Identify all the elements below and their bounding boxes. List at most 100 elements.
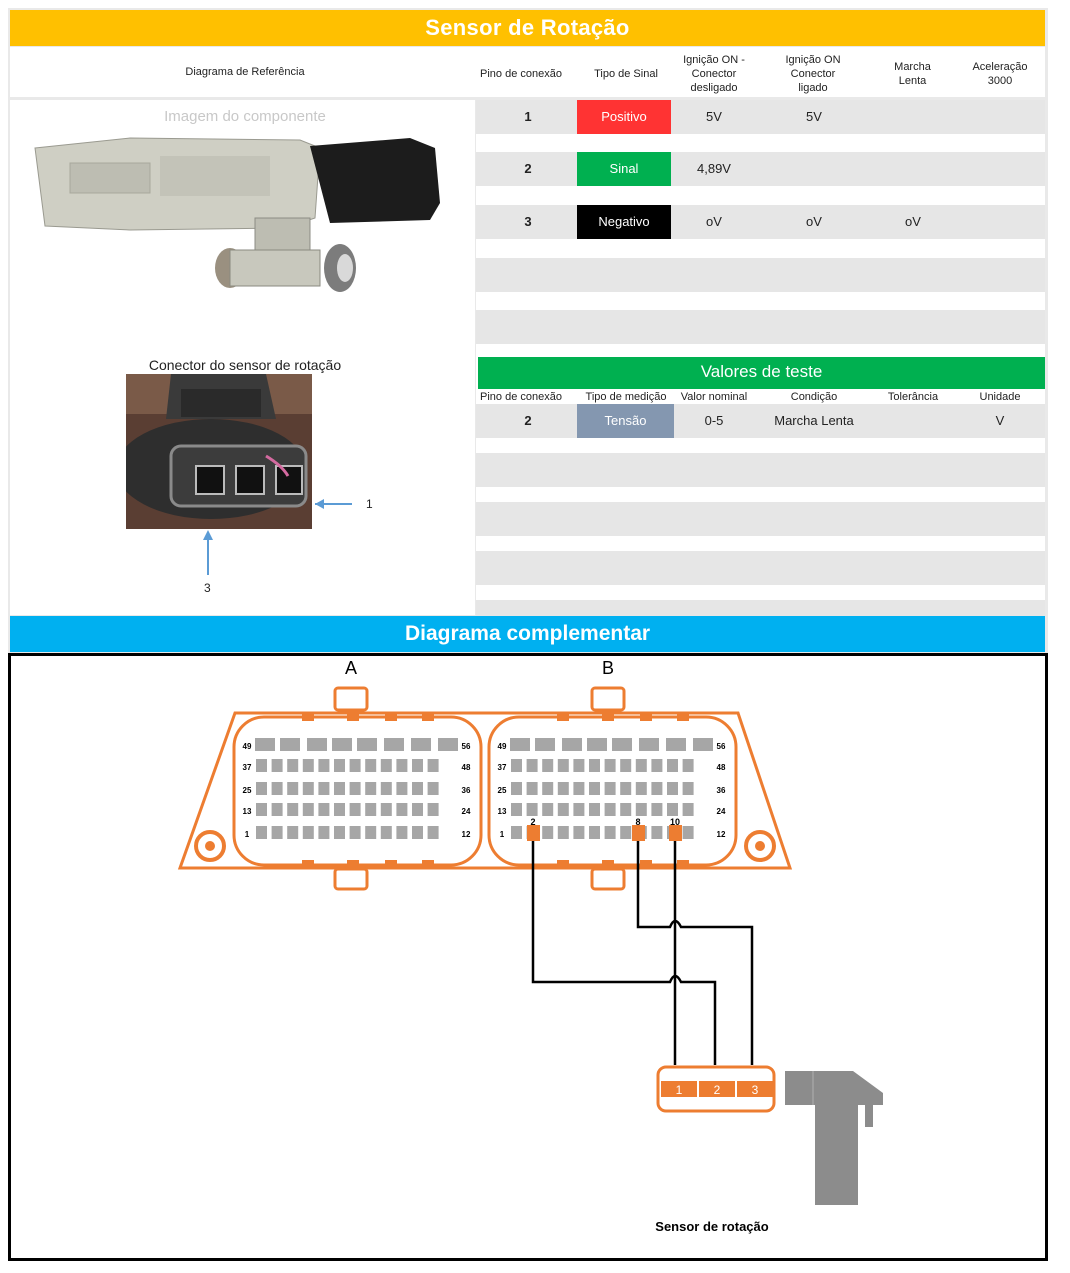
ecu-housing xyxy=(177,711,793,870)
row-label: 25 xyxy=(243,786,252,795)
connector-caption: Conector do sensor de rotação xyxy=(148,357,342,373)
tv-header-tolerance: Tolerância xyxy=(887,391,939,403)
row-label: 24 xyxy=(462,807,471,816)
connector-label: A xyxy=(345,658,357,678)
connector-pointers xyxy=(203,499,352,575)
connector-tab xyxy=(590,686,626,712)
pin-slot xyxy=(510,738,530,751)
pin-slot xyxy=(256,759,267,772)
row-label: 1 xyxy=(245,830,250,839)
latch xyxy=(602,714,614,721)
pin-slot xyxy=(511,826,522,839)
header-ign-on: Ignição ON Conector ligado xyxy=(785,54,841,94)
mount-hole-right xyxy=(744,830,776,862)
row-label: 56 xyxy=(462,742,471,751)
sensor-pin xyxy=(661,1081,697,1097)
pin-slot xyxy=(612,738,632,751)
pin-slot xyxy=(302,759,314,772)
pin-slot xyxy=(635,759,647,772)
pin-slot xyxy=(651,826,663,839)
pin-1: 1 xyxy=(524,109,532,124)
pin-slot xyxy=(307,738,327,751)
tv-header-nominal: Valor nominal xyxy=(680,391,748,403)
pin-slot xyxy=(256,803,267,816)
row-label: 13 xyxy=(498,807,507,816)
row-label: 56 xyxy=(717,742,726,751)
component-image xyxy=(34,137,440,292)
pin-3-ign-off: oV xyxy=(706,214,722,229)
header-ref: Diagrama de Referência xyxy=(185,66,305,78)
pin-slot xyxy=(287,782,299,795)
pin-slot xyxy=(526,782,538,795)
pin-slot xyxy=(287,826,299,839)
latch xyxy=(422,860,434,867)
table-row xyxy=(476,100,1045,134)
pin-slot xyxy=(384,738,404,751)
pin-slot xyxy=(573,759,585,772)
pin-slot xyxy=(620,803,632,816)
tv-header-condition: Condição xyxy=(790,391,838,403)
pin-slot xyxy=(635,803,647,816)
pin-slot xyxy=(349,782,361,795)
latch xyxy=(347,860,359,867)
row-label: 48 xyxy=(717,763,726,772)
pin-slot xyxy=(334,826,345,839)
pin-slot xyxy=(396,782,408,795)
pin-slot xyxy=(682,782,694,795)
pin-slot xyxy=(438,738,458,751)
pin-slot xyxy=(332,738,352,751)
pin-2-ign-off: 4,89V xyxy=(697,161,731,176)
signal-sinal-badge: Sinal xyxy=(577,152,671,186)
sensor-pin xyxy=(699,1081,735,1097)
ecu-pin-label: 2 xyxy=(530,817,535,827)
pin-3-idle: oV xyxy=(905,214,921,229)
tv-header-measure: Tipo de medição xyxy=(585,391,667,403)
pin-slot xyxy=(666,738,686,751)
pin-slot xyxy=(604,782,616,795)
pin-slot xyxy=(318,759,330,772)
table-row xyxy=(476,404,1045,438)
row-label: 12 xyxy=(717,830,726,839)
pin-slot xyxy=(542,826,554,839)
pin-slot xyxy=(255,738,275,751)
pin-slot xyxy=(557,826,569,839)
complementary-title: Diagrama complementar xyxy=(10,616,1045,652)
latch xyxy=(385,714,397,721)
pin-slot xyxy=(271,759,283,772)
pin-slot xyxy=(318,803,330,816)
pin-3-ign-on: oV xyxy=(806,214,822,229)
signal-negativo-badge: Negativo xyxy=(577,205,671,239)
latch xyxy=(302,860,314,867)
pin-slot xyxy=(651,759,663,772)
pin-slot xyxy=(589,826,600,839)
pin-slot xyxy=(639,738,659,751)
pin-slot xyxy=(542,759,554,772)
pin-slot xyxy=(380,782,392,795)
table-row xyxy=(476,551,1045,585)
pin-2: 2 xyxy=(524,161,532,176)
pin-slot xyxy=(349,803,361,816)
pin-slot xyxy=(667,803,678,816)
tv-unit: V xyxy=(995,413,1005,428)
row-label: 49 xyxy=(498,742,507,751)
row-label: 36 xyxy=(717,786,726,795)
pin-slot xyxy=(365,782,377,795)
pin-slot xyxy=(271,803,283,816)
wire-pin8 xyxy=(636,841,754,1065)
pin-slot xyxy=(318,826,330,839)
latch xyxy=(557,860,569,867)
pin-slot xyxy=(302,826,314,839)
pin-slot xyxy=(573,826,585,839)
pin-slot xyxy=(542,782,554,795)
table-row xyxy=(476,600,1045,616)
pin-slot xyxy=(412,826,423,839)
pin-slot xyxy=(427,826,439,839)
pin-slot xyxy=(667,782,678,795)
pin-slot xyxy=(682,759,694,772)
pin-slot xyxy=(334,782,345,795)
pin-slot xyxy=(693,738,713,751)
pin-slot xyxy=(651,803,663,816)
pin-slot xyxy=(380,803,392,816)
tv-header-unit: Unidade xyxy=(979,391,1021,403)
